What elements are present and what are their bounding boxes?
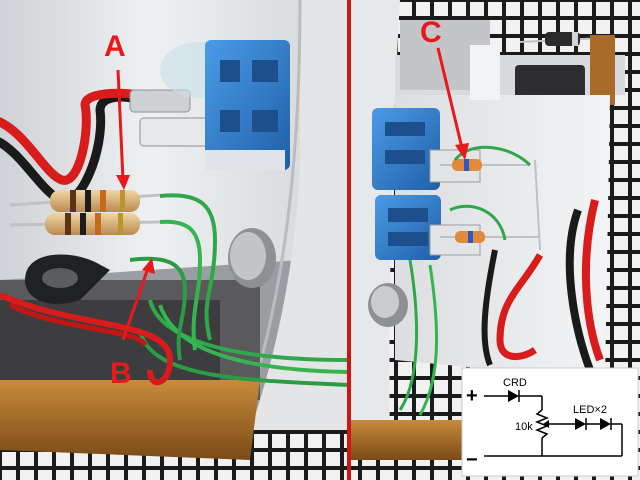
- annotation-b: B: [110, 258, 155, 390]
- green-wire: [148, 299, 349, 362]
- magnet-right: [368, 283, 408, 327]
- metal-clip: [129, 89, 191, 113]
- schematic-inset: + − CRD 10k LED×2: [461, 367, 639, 477]
- label-c: C: [420, 16, 442, 49]
- schematic-resistor-label: 10k: [515, 421, 533, 433]
- red-wire: [0, 88, 141, 185]
- red-wire: [0, 292, 174, 386]
- schematic-plus: +: [466, 385, 478, 407]
- resistor-symbol: [534, 409, 550, 439]
- blue-terminal-block: [205, 40, 290, 170]
- green-wire: [129, 256, 188, 361]
- schematic-minus: −: [466, 449, 478, 471]
- blue-terminal-upper: [372, 108, 440, 190]
- left-photo: A B: [0, 0, 349, 480]
- annotation-c: C: [420, 16, 469, 160]
- red-wire: [496, 253, 544, 361]
- crd-diode-lower: [440, 231, 540, 243]
- red-wire: [581, 199, 604, 362]
- led-symbol-1: [575, 418, 586, 430]
- green-wire: [398, 259, 419, 411]
- resistor-top: [9, 190, 161, 212]
- annotation-a: A: [104, 30, 130, 190]
- image-divider: [347, 0, 351, 480]
- label-a: A: [104, 30, 126, 63]
- blue-terminal-lower: [375, 195, 441, 260]
- schematic-crd-label: CRD: [503, 377, 527, 389]
- black-wire: [565, 208, 594, 372]
- crd-symbol: [508, 390, 519, 402]
- green-wire: [138, 329, 349, 387]
- green-wire: [158, 304, 349, 374]
- label-b: B: [110, 357, 132, 390]
- crd-diode-upper: [440, 159, 530, 171]
- green-wire: [418, 264, 439, 416]
- resistor-bottom: [9, 213, 161, 235]
- black-wire: [481, 249, 498, 367]
- green-wire: [159, 193, 218, 341]
- left-wood-base: [0, 380, 260, 460]
- led-symbol-2: [600, 418, 611, 430]
- schematic-led-label: LED×2: [573, 404, 607, 416]
- magnet: [228, 228, 276, 288]
- left-curved-wall: [250, 0, 348, 430]
- black-wire: [0, 92, 142, 206]
- green-wire: [453, 145, 532, 167]
- green-wire: [449, 204, 507, 241]
- green-wire: [159, 219, 203, 351]
- metal-clip: [139, 117, 216, 147]
